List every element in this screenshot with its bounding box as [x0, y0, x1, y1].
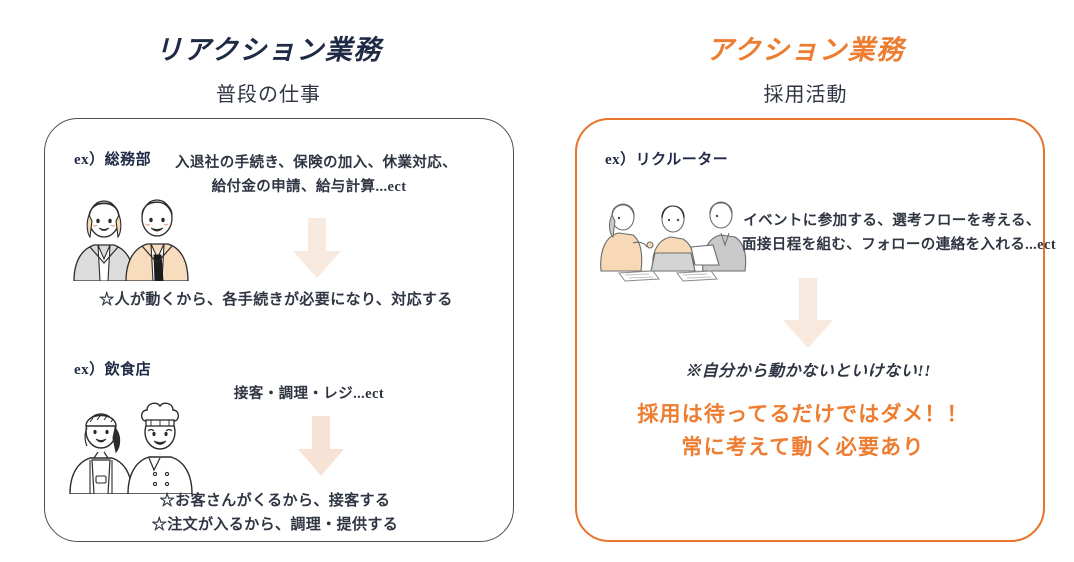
left-block2-result-text: ☆お客さんがくるから、接客する ☆注文が入るから、調理・提供する: [110, 489, 440, 537]
left-block2-ex-label: ex）飲食店: [74, 362, 152, 378]
reaction-work-column: リアクション業務 普段の仕事 ex）総務部: [44, 35, 514, 542]
left-block1-ex-label: ex）総務部: [74, 152, 152, 168]
down-arrow: [287, 218, 347, 285]
left-column-subtitle: 普段の仕事: [216, 84, 321, 106]
restaurant-staff-illustration: [66, 398, 196, 495]
left-block1-result-line-1: ☆人が動くから、各手続きが必要になり、対応する: [99, 292, 453, 308]
down-arrow: [777, 278, 839, 355]
two-office-workers-illustration: [68, 185, 190, 282]
right-block1-punch-line-2: 常に考えて動く必要あり: [681, 434, 925, 459]
right-block1-task-text: イベントに参加する、選考フローを考える、 面接日程を組む、フォローの連絡を入れる…: [742, 210, 1057, 258]
left-block2-task-text: 接客・調理・レジ...ect: [175, 383, 443, 407]
right-column-subtitle: 採用活動: [763, 84, 848, 106]
left-block1-task-line-1: 入退社の手続き、保険の加入、休業対応、: [175, 155, 458, 171]
action-work-column: アクション業務 採用活動 ex）リクルーター: [537, 0, 1074, 562]
meeting-three-people-illustration: [595, 185, 755, 285]
right-block1-task-line-2: 面接日程を組む、フォローの連絡を入れる...ect: [742, 236, 1057, 253]
left-block1-task-line-2: 給付金の申請、給与計算...ect: [211, 178, 407, 195]
left-block1-task-text: 入退社の手続き、保険の加入、休業対応、 給付金の申請、給与計算...ect: [175, 152, 458, 200]
right-block1-punch-line-1: 採用は待ってるだけではダメ！！: [637, 402, 969, 426]
left-block2-task-line-1: 接客・調理・レジ...ect: [233, 386, 385, 402]
left-block1-result-text: ☆人が動くから、各手続きが必要になり、対応する: [56, 288, 496, 312]
right-block1-ex-label: ex）リクルーター: [605, 152, 729, 168]
left-block2-result-line-1: ☆お客さんがくるから、接客する: [159, 493, 391, 509]
left-column-title: リアクション業務: [155, 35, 382, 65]
right-block1-note: ※自分から動かないといけない!!: [684, 363, 932, 380]
left-block2-result-line-2: ☆注文が入るから、調理・提供する: [151, 517, 399, 533]
down-arrow: [292, 416, 350, 483]
right-column-title: アクション業務: [706, 35, 905, 65]
right-block1-task-line-1: イベントに参加する、選考フローを考える、: [743, 213, 1041, 229]
right-block1-punch-text: 採用は待ってるだけではダメ！！ 常に考えて動く必要あり: [573, 398, 1033, 463]
